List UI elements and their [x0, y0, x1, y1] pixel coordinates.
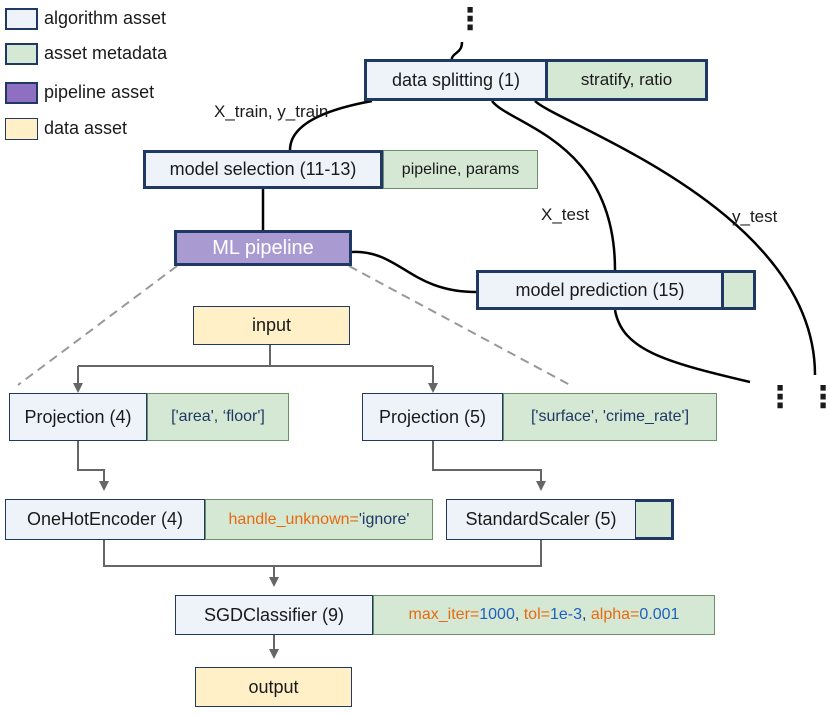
onehot-param-value: 'ignore' [358, 510, 410, 528]
zoom-line-right [348, 265, 571, 386]
projection-4-metadata: ['area', ‘floor'] [147, 393, 289, 441]
ellipsis-right-1: ⋮ [765, 381, 795, 414]
sgd-param-sep-2: , [582, 606, 591, 623]
sgd-classifier-metadata: max_iter=1000, tol=1e-3, alpha=0.001 [373, 595, 715, 635]
legend-swatch-pipeline [5, 82, 38, 104]
sgd-param-sep-1: , [514, 606, 524, 623]
sgd-param-value-3: 0.001 [639, 606, 680, 623]
ml-pipeline-node[interactable]: ML pipeline [174, 230, 352, 266]
legend-label-metadata: asset metadata [44, 43, 168, 63]
sgd-param-value-1: 1000 [479, 606, 515, 623]
standard-scaler-node[interactable]: StandardScaler (5) [446, 499, 636, 540]
ellipsis-right-2: ⋮ [808, 381, 830, 414]
edge-split-ytest [534, 100, 817, 376]
sgd-param-key-2: tol= [523, 606, 550, 623]
model-prediction-node[interactable]: model prediction (15) [476, 270, 724, 310]
standard-scaler-metadata [636, 499, 674, 540]
edge-prediction-out [613, 309, 751, 384]
projection-4-node[interactable]: Projection (4) [9, 393, 147, 441]
model-prediction-metadata [724, 270, 756, 310]
sgd-param-key-3: alpha= [590, 606, 640, 623]
ellipsis-top: ⋮ [455, 3, 485, 36]
edge-split-xtest [491, 100, 617, 271]
sgd-param-value-2: 1e-3 [549, 606, 583, 623]
projection-5-node[interactable]: Projection (5) [362, 393, 503, 441]
output-node[interactable]: output [195, 667, 352, 707]
legend-label-pipeline: pipeline asset [44, 82, 155, 102]
edge-split-to-selection [288, 99, 373, 151]
legend-label-data: data asset [44, 118, 128, 138]
sgd-classifier-node[interactable]: SGDClassifier (9) [175, 595, 373, 635]
input-node[interactable]: input [193, 306, 350, 345]
edge-onehot-merge [103, 540, 542, 567]
onehot-encoder-metadata: handle_unknown='ignore' [205, 499, 433, 540]
edge-proj5-to-scaler [432, 441, 546, 491]
legend-label-algorithm: algorithm asset [44, 8, 167, 28]
model-selection-metadata: pipeline, params [383, 150, 538, 189]
sgd-param-key-1: max_iter= [408, 606, 480, 623]
projection-5-metadata: ['surface', 'crime_rate'] [503, 393, 717, 441]
legend-swatch-algorithm [5, 8, 38, 30]
data-splitting-metadata: stratify, ratio [548, 59, 708, 101]
legend-swatch-metadata [5, 43, 38, 65]
model-selection-node[interactable]: model selection (11-13) [143, 150, 383, 189]
edge-label-xtest: X_test [541, 205, 590, 224]
edge-proj4-to-onehot [77, 441, 109, 491]
data-splitting-node[interactable]: data splitting (1) [364, 59, 548, 101]
zoom-line-left [17, 265, 178, 386]
onehot-param-key: handle_unknown= [228, 510, 359, 528]
edge-label-train: X_train, y_train [214, 102, 329, 121]
legend-swatch-data [5, 118, 38, 140]
onehot-encoder-node[interactable]: OneHotEncoder (4) [5, 499, 205, 540]
edge-label-ytest: y_test [732, 207, 778, 226]
edge-pipeline-to-prediction [351, 250, 477, 294]
